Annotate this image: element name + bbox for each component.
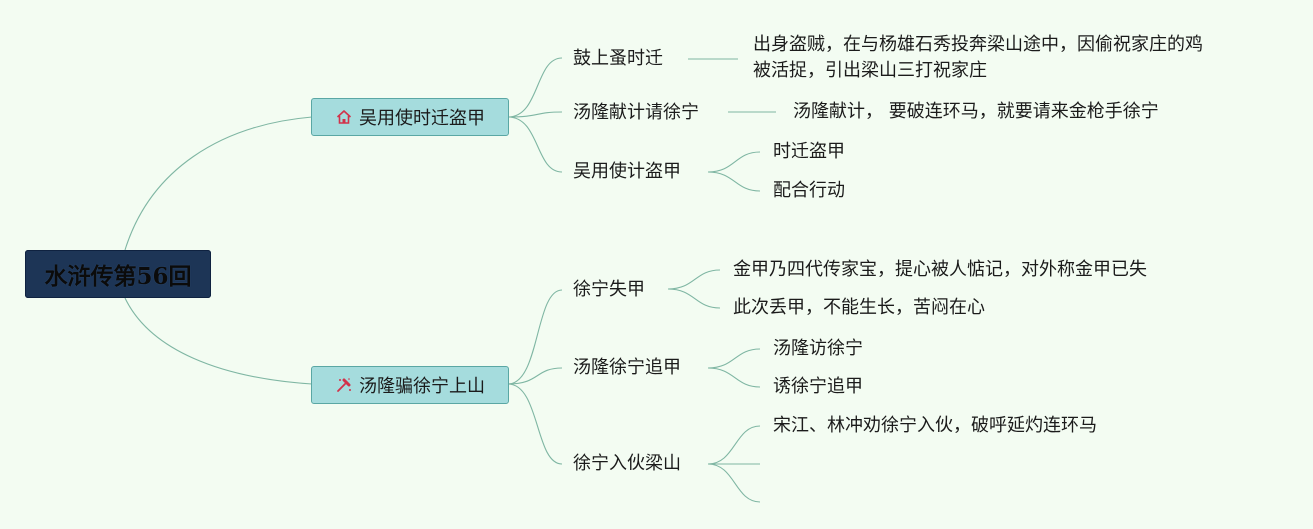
leaf-label: 宋江、林冲劝徐宁入伙，破呼延灼连环马 [773,415,1097,436]
root-topic[interactable]: 水浒传第56回 [25,250,211,298]
leaf-label: 诱徐宁追甲 [773,376,863,397]
sub-topic-chase-armor[interactable]: 汤隆徐宁追甲 [573,356,681,380]
link-sub-2-1-leaf-1 [667,269,721,290]
link-root-branch-1 [124,116,313,251]
sub-topic-label: 吴用使计盗甲 [573,161,681,182]
sub-topic-label: 徐宁入伙梁山 [573,453,681,474]
leaf-label: 汤隆访徐宁 [773,338,863,359]
link-root-branch-2 [124,297,313,385]
sub-topic-label: 汤隆徐宁追甲 [573,357,681,378]
branch-tang-long[interactable]: 汤隆骗徐宁上山 [311,366,509,404]
link-branch-2-sub-2 [507,367,563,385]
link-branch-2-sub-1 [507,289,563,385]
leaf-topic[interactable]: 宋江、林冲劝徐宁入伙，破呼延灼连环马 [773,413,1097,439]
leaf-topic[interactable]: 此次丢甲，不能生长，苦闷在心 [733,295,985,321]
sub-topic-xu-ning-loses-armor[interactable]: 徐宁失甲 [573,278,645,302]
branch-label: 汤隆骗徐宁上山 [359,376,485,397]
link-sub-2-3-leaf-3 [707,463,761,503]
leaf-line: 出身盗贼，在与杨雄石秀投奔梁山途中，因偷祝家庄的鸡 [753,34,1203,55]
leaf-label: 汤隆献计， 要破连环马，就要请来金枪手徐宁 [793,101,1159,122]
leaf-label: 此次丢甲，不能生长，苦闷在心 [733,297,985,318]
leaf-label: 配合行动 [773,180,845,201]
leaf-topic[interactable]: 汤隆献计， 要破连环马，就要请来金枪手徐宁 [793,99,1159,125]
link-branch-1-sub-2 [507,111,563,118]
link-branch-2-sub-3 [507,383,563,465]
link-sub-2-1-leaf-2 [667,288,721,309]
link-branch-1-sub-3 [507,116,563,173]
sub-topic-label: 汤隆献计请徐宁 [573,102,699,123]
sub-topic-tang-long-plan[interactable]: 汤隆献计请徐宁 [573,101,699,125]
leaf-topic[interactable]: 汤隆访徐宁 [773,336,863,362]
leaf-topic[interactable]: 出身盗贼，在与杨雄石秀投奔梁山途中，因偷祝家庄的鸡 被活捉，引出梁山三打祝家庄 [753,32,1203,84]
leaf-topic[interactable]: 诱徐宁追甲 [773,374,863,400]
branch-wu-yong[interactable]: 吴用使时迁盗甲 [311,98,509,136]
sub-topic-wu-yong-plan[interactable]: 吴用使计盗甲 [573,160,681,184]
leaf-label: 金甲乃四代传家宝，提心被人惦记，对外称金甲已失 [733,259,1147,280]
leaf-label: 时迁盗甲 [773,141,845,162]
house-icon [335,108,353,126]
link-sub-1-3-leaf-2 [707,171,761,192]
link-sub-1-3-leaf-1 [707,151,761,173]
link-branch-1-sub-1 [507,57,563,118]
leaf-topic[interactable]: 金甲乃四代传家宝，提心被人惦记，对外称金甲已失 [733,257,1147,283]
leaf-topic[interactable]: 配合行动 [773,178,845,204]
leaf-topic[interactable]: 时迁盗甲 [773,139,845,165]
hammer-icon [335,376,353,394]
root-topic-label: 水浒传第56回 [44,263,192,290]
sub-topic-shi-qian[interactable]: 鼓上蚤时迁 [573,47,663,71]
link-sub-2-2-leaf-1 [707,348,761,369]
sub-topic-label: 徐宁失甲 [573,279,645,300]
link-sub-2-3-leaf-1 [707,425,761,465]
link-sub-2-2-leaf-2 [707,367,761,388]
sub-topic-label: 鼓上蚤时迁 [573,48,663,69]
sub-topic-join-liangshan[interactable]: 徐宁入伙梁山 [573,452,681,476]
branch-label: 吴用使时迁盗甲 [359,108,485,129]
leaf-line: 被活捉，引出梁山三打祝家庄 [753,60,987,81]
